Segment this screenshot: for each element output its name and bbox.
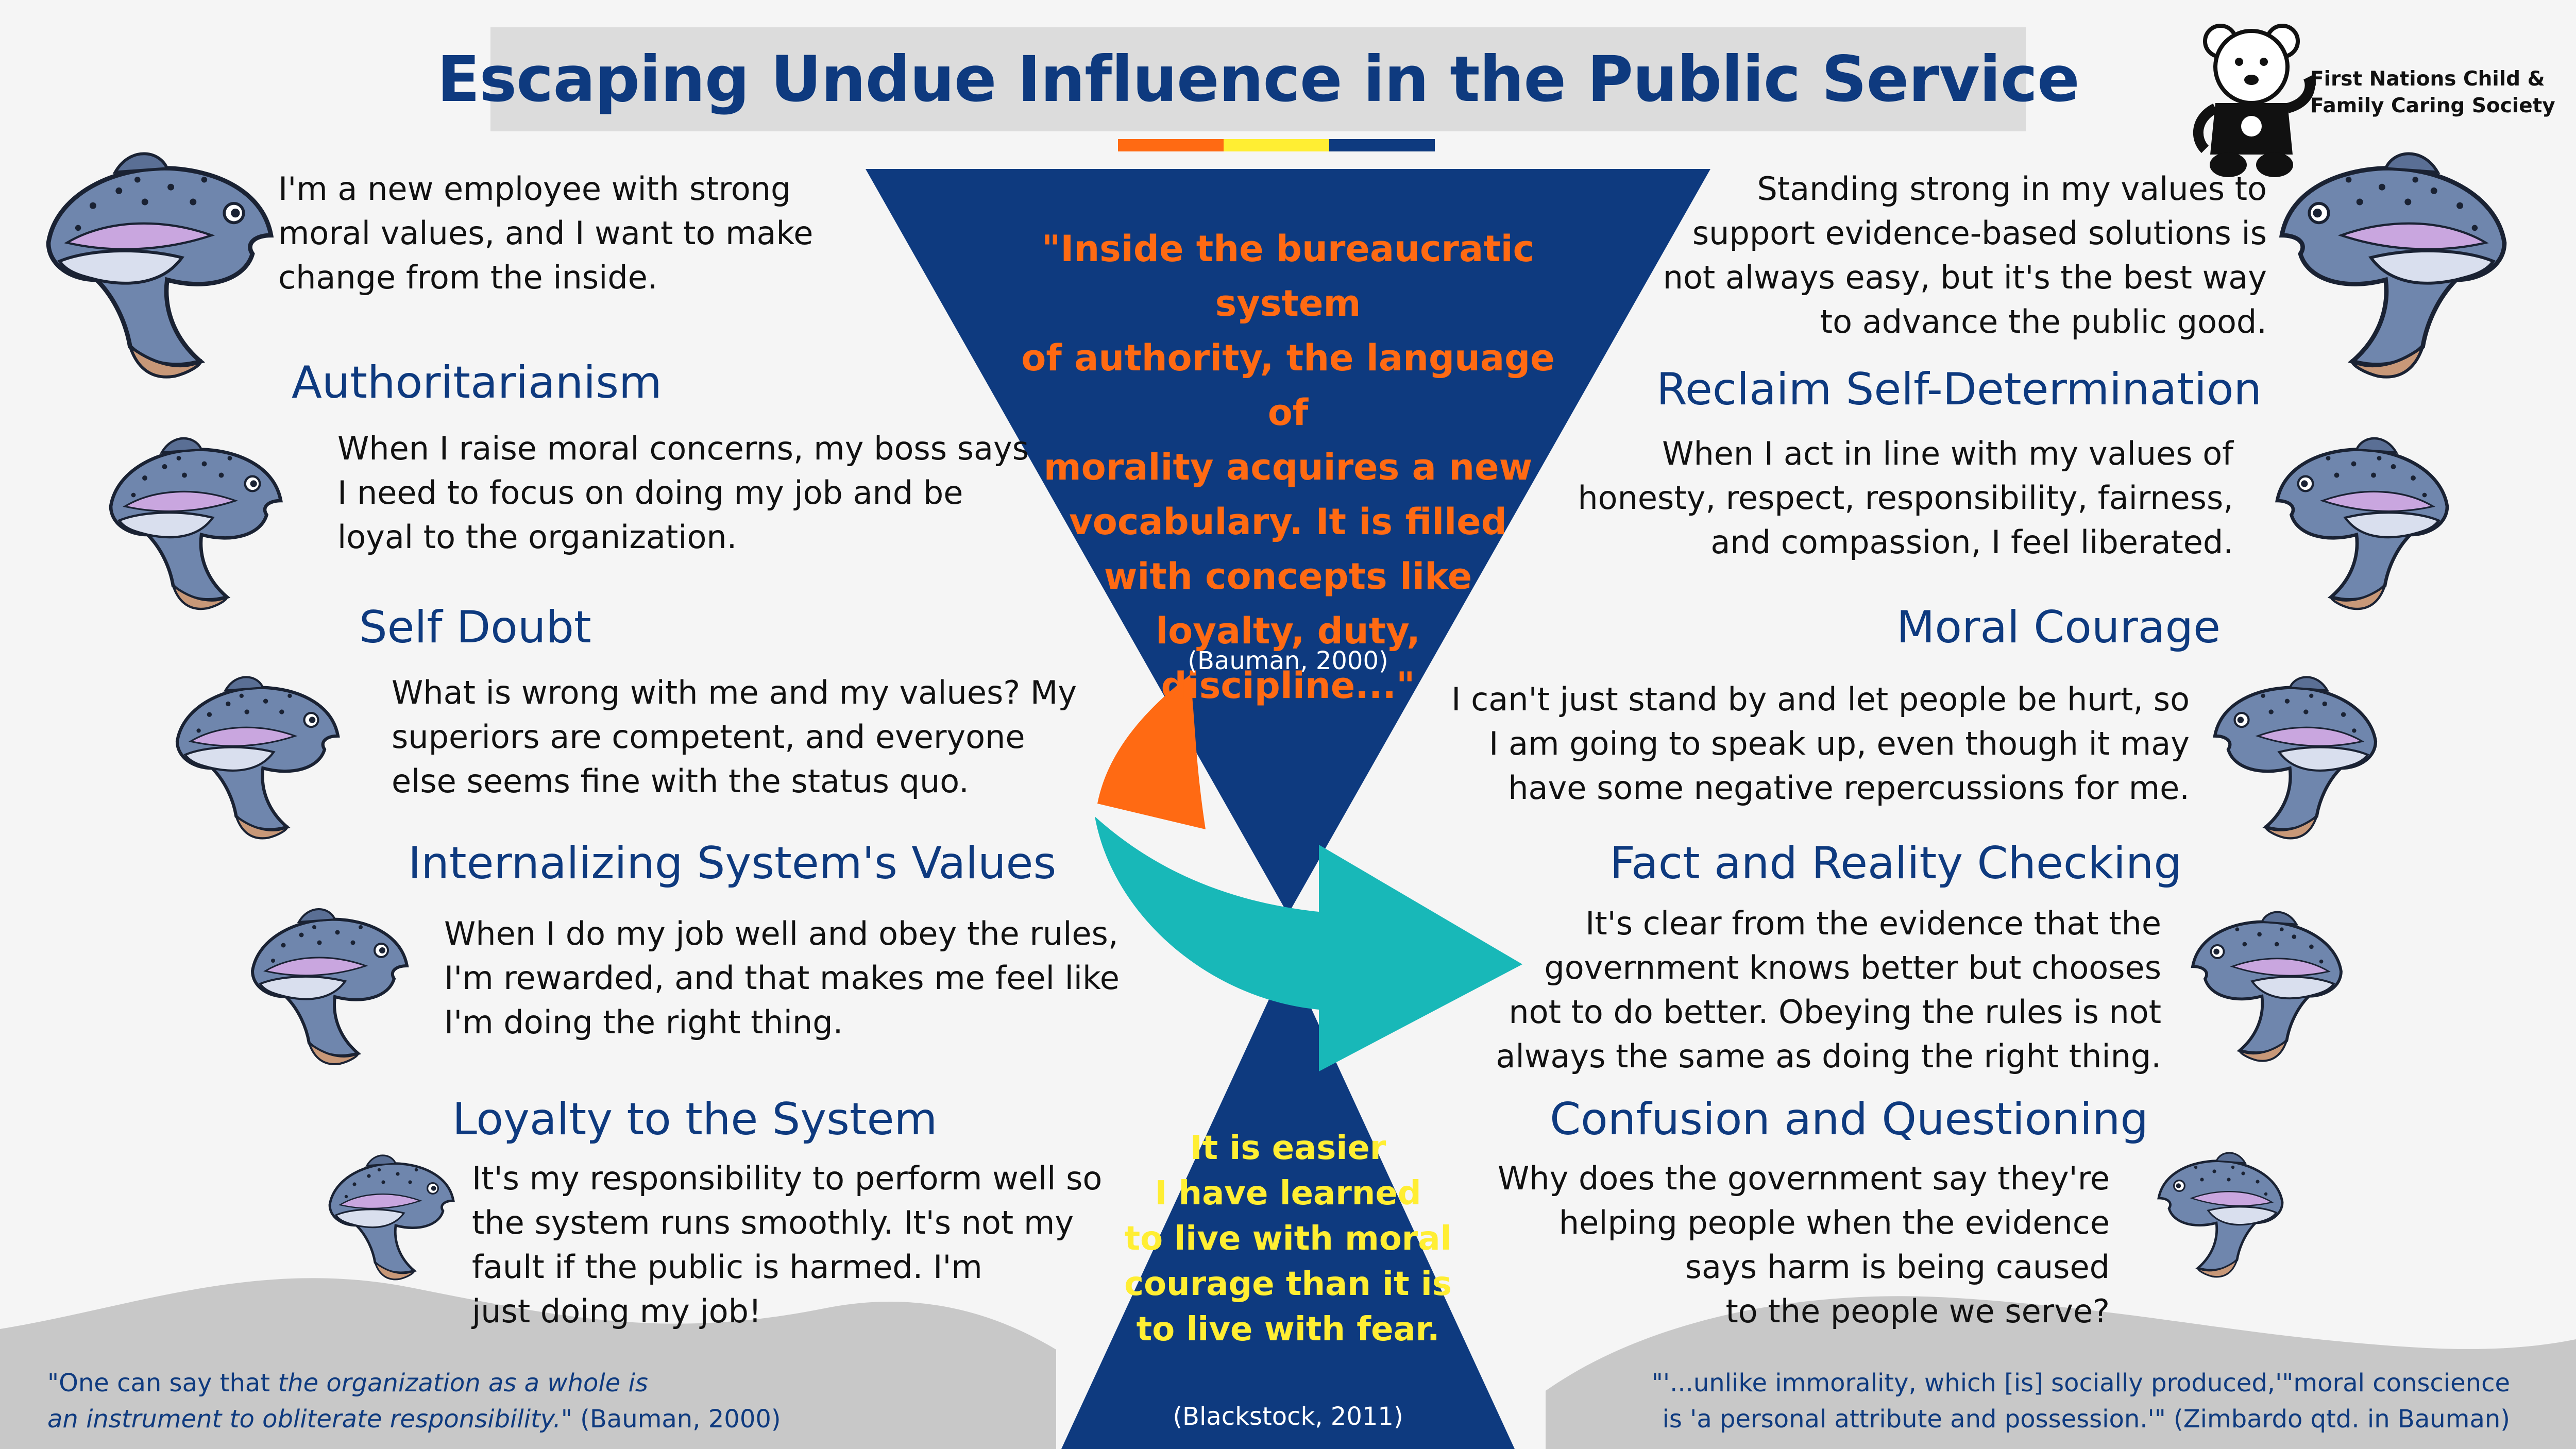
heading-fact-reality-checking: Fact and Reality Checking [1609, 838, 2182, 889]
text-internalizing: When I do my job well and obey the rules… [444, 915, 1120, 1041]
text-self-doubt: What is wrong with me and my values? My … [392, 674, 1077, 800]
text-reclaim-self-determination: When I act in line with my values of hon… [1578, 435, 2233, 561]
bottom-quote: It is easier I have learned to live with… [1124, 1129, 1452, 1349]
heading-authoritarianism: Authoritarianism [292, 357, 662, 408]
color-bar-orange [1118, 139, 1224, 151]
trout-icon [2282, 154, 2504, 377]
right-wave [1546, 1296, 2576, 1449]
text-moral-courage: I can't just stand by and let people be … [1451, 680, 2190, 807]
text-loyalty: It's my responsibility to perform well s… [472, 1160, 1103, 1330]
trout-icon [111, 438, 281, 609]
bottom-quote-citation: (Blackstock, 2011) [1173, 1402, 1403, 1431]
hourglass-top-triangle [866, 169, 1710, 914]
trout-icon [2193, 912, 2341, 1061]
left-footer-italic: the organization as a whole is [278, 1369, 648, 1397]
trout-icon [252, 909, 407, 1064]
trout-icon [2159, 1153, 2282, 1277]
trout-icon [2277, 438, 2447, 609]
color-bar-navy [1329, 139, 1435, 151]
left-intro-text: I'm a new employee with strong moral val… [278, 170, 814, 296]
teddy-bear-logo-icon [2193, 24, 2315, 177]
left-footer-quote: "One can say that the organization as a … [47, 1365, 781, 1437]
right-footer-line: "'...unlike immorality, which [is] socia… [1651, 1369, 2510, 1397]
trout-icon [177, 677, 338, 838]
color-bar-yellow [1224, 139, 1329, 151]
left-footer-italic: an instrument to obliterate responsibili… [47, 1405, 572, 1434]
trout-icon [330, 1155, 453, 1280]
title-banner: Escaping Undue Influence in the Public S… [437, 27, 2080, 131]
right-footer-quote: "'...unlike immorality, which [is] socia… [1652, 1365, 2510, 1437]
top-quote-citation: (Bauman, 2000) [1188, 646, 1388, 675]
right-footer-line: is 'a personal attribute and possession.… [1662, 1405, 2510, 1434]
left-footer-part: "One can say that [47, 1369, 278, 1397]
right-intro-text: Standing strong in my values to support … [1663, 170, 2267, 340]
text-confusion-questioning: Why does the government say they're help… [1497, 1160, 2110, 1330]
heading-reclaim-self-determination: Reclaim Self-Determination [1656, 364, 2262, 415]
left-footer-citation: (Bauman, 2000) [572, 1405, 781, 1434]
heading-confusion-questioning: Confusion and Questioning [1550, 1094, 2148, 1145]
heading-internalizing: Internalizing System's Values [408, 838, 1057, 889]
top-quote: "Inside the bureaucratic system of autho… [1021, 228, 1555, 707]
organization-name: First Nations Child & Family Caring Soci… [2310, 67, 2555, 117]
trout-icon [2215, 677, 2376, 838]
heading-loyalty: Loyalty to the System [452, 1094, 938, 1145]
heading-moral-courage: Moral Courage [1896, 602, 2221, 653]
hourglass-bottom-triangle [1061, 958, 1515, 1449]
page-title: Escaping Undue Influence in the Public S… [437, 43, 2080, 116]
left-wave [0, 1278, 1056, 1449]
text-fact-reality-checking: It's clear from the evidence that the go… [1496, 905, 2161, 1075]
heading-self-doubt: Self Doubt [359, 602, 591, 653]
text-authoritarianism: When I raise moral concerns, my boss say… [337, 430, 1029, 556]
trout-icon [48, 154, 271, 377]
curved-arrow-icon [1095, 675, 1522, 1071]
